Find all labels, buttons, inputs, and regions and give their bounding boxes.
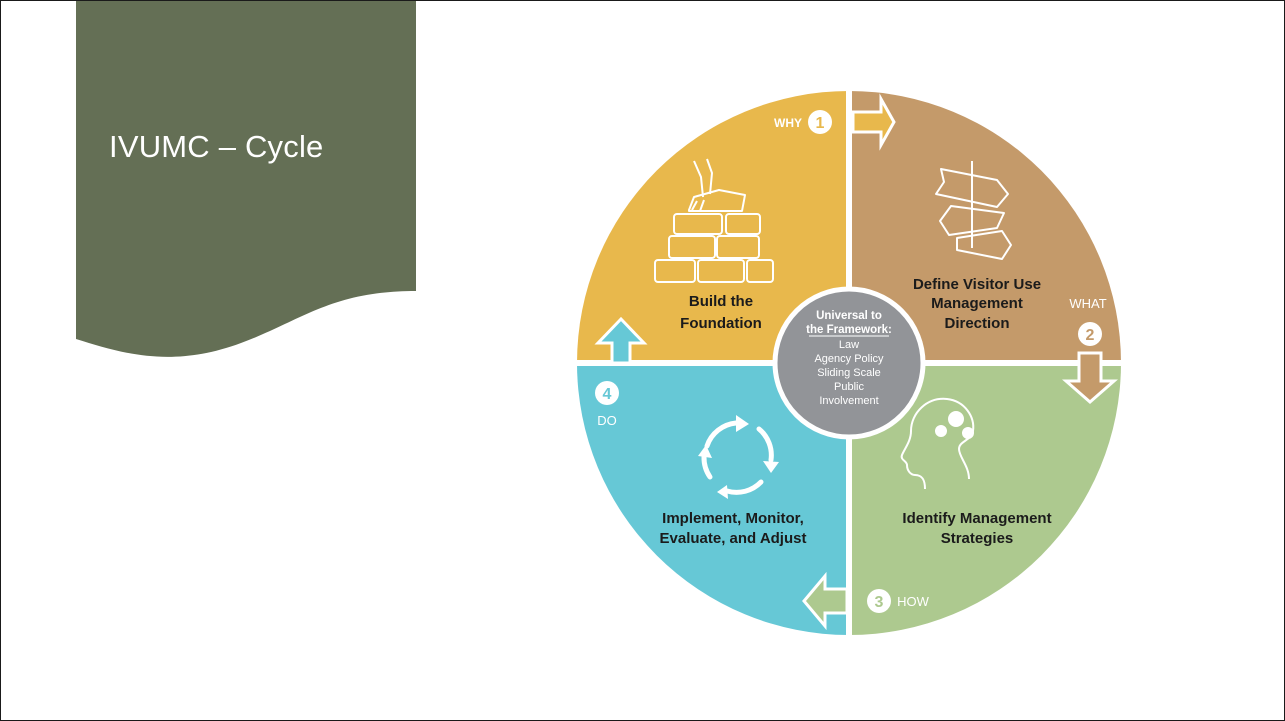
arrow-do-to-why-icon bbox=[594, 316, 648, 365]
center-item: Agency Policy bbox=[814, 353, 884, 365]
arrow-why-to-what-icon bbox=[851, 93, 896, 151]
step-tag-how: HOW bbox=[897, 594, 930, 609]
signpost-icon bbox=[935, 161, 1012, 260]
step-badge-why: 1 WHY bbox=[774, 110, 832, 134]
center-heading: Universal to the Framework: bbox=[806, 310, 892, 336]
arrow-what-to-how-icon bbox=[1062, 351, 1118, 404]
head-gears-icon bbox=[900, 397, 975, 490]
slide-title: IVUMC – Cycle bbox=[109, 129, 324, 164]
svg-text:Define Visitor Use: Define Visitor Use bbox=[913, 276, 1041, 293]
step-tag-do: DO bbox=[597, 413, 617, 428]
center-item: Public bbox=[834, 381, 864, 393]
svg-text:Implement, Monitor,: Implement, Monitor, bbox=[662, 510, 804, 527]
svg-text:the Framework:: the Framework: bbox=[806, 324, 892, 336]
arrow-how-to-do-icon bbox=[802, 571, 849, 631]
quadrant-why bbox=[577, 91, 849, 363]
center-items: Law Agency Policy Sliding Scale Public I… bbox=[814, 339, 884, 407]
svg-text:3: 3 bbox=[875, 594, 884, 611]
svg-text:2: 2 bbox=[1086, 327, 1095, 344]
svg-text:Universal to: Universal to bbox=[816, 310, 882, 322]
svg-text:Build the: Build the bbox=[689, 293, 753, 310]
quadrant-how bbox=[849, 363, 1121, 635]
svg-text:Direction: Direction bbox=[944, 315, 1009, 332]
svg-text:4: 4 bbox=[603, 386, 612, 403]
quadrant-what bbox=[849, 91, 1121, 363]
svg-text:1: 1 bbox=[816, 115, 825, 132]
center-item: Law bbox=[839, 339, 859, 351]
step-tag-what: WHAT bbox=[1069, 296, 1106, 311]
step-badge-do: 4 DO bbox=[595, 381, 619, 428]
step-badge-what: 2 WHAT bbox=[1069, 296, 1107, 346]
label-what: Define Visitor Use Management Direction bbox=[913, 276, 1041, 332]
svg-text:Evaluate, and Adjust: Evaluate, and Adjust bbox=[660, 530, 807, 547]
center-item: Sliding Scale bbox=[817, 367, 881, 379]
step-tag-why: WHY bbox=[774, 116, 802, 130]
label-do: Implement, Monitor, Evaluate, and Adjust bbox=[660, 510, 807, 547]
svg-text:Management: Management bbox=[931, 295, 1023, 312]
cycle-arrows-icon bbox=[698, 415, 779, 499]
step-badge-how: 3 HOW bbox=[867, 589, 930, 613]
label-how: Identify Management Strategies bbox=[902, 510, 1051, 547]
label-why: Build the Foundation bbox=[680, 293, 762, 332]
svg-text:Foundation: Foundation bbox=[680, 315, 762, 332]
quadrant-do bbox=[577, 363, 849, 635]
svg-text:Identify Management: Identify Management bbox=[902, 510, 1051, 527]
center-item: Involvement bbox=[819, 395, 878, 407]
hand-bricks-icon bbox=[654, 158, 774, 283]
center-disc bbox=[772, 286, 926, 440]
svg-text:Strategies: Strategies bbox=[941, 530, 1014, 547]
